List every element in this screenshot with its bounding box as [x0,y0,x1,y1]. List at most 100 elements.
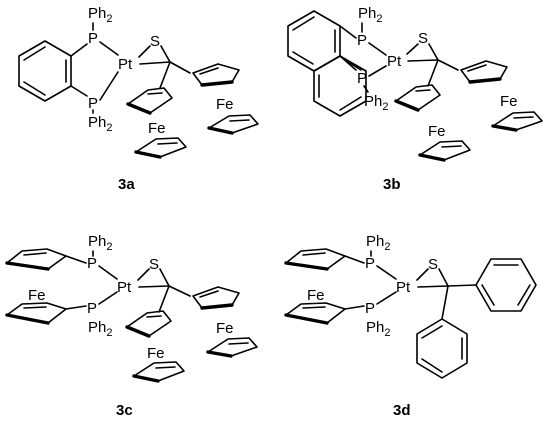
cp-ring [127,87,173,114]
bond-c-cp-right [169,61,191,74]
ph2-top: Ph2 [358,5,382,25]
cp-double-bond [23,306,47,309]
ph-text: Ph [358,5,376,22]
cp-double-bond [513,116,534,119]
cp-ring-front-edge [394,99,420,112]
ph2-bottom: Ph2 [364,93,388,113]
ph-subscript: 2 [382,101,388,113]
ph-subscript: 2 [384,241,390,253]
atom-fe: Fe [148,120,166,137]
cp-ring-front-edge [418,153,446,162]
bond-cp-p-bottom [344,305,365,310]
cp-ring-front-edge [468,77,502,84]
cp-double-bond [302,252,326,256]
bond-cp-p-top [344,255,365,264]
ph-subscript: 2 [106,241,112,253]
benzene-ring [18,40,72,102]
cp-double-bond [229,119,250,122]
bond-p-ph-bottom [363,85,369,93]
cp-ring-front-edge [126,102,152,115]
atom-p-bottom: P [87,300,97,317]
cp-double-bond [146,315,162,318]
atom-p-bottom: P [88,95,98,112]
bond-s-c [428,43,439,61]
bond-pt-s [138,45,151,58]
cp-ring-front-edge [132,374,160,383]
bond-pt-s [137,268,150,281]
cp-ring [192,286,240,309]
bond-p-pt-bottom [98,291,118,305]
cp-double-bond [228,342,249,345]
cp-double-bond [467,64,487,72]
phenyl-ring [416,318,468,379]
cp-ring-front-edge [207,126,234,135]
bond-p-pt-bottom [376,291,397,305]
cp-ring-front-edge [200,80,234,87]
ph2-bottom: Ph2 [366,319,390,339]
bond-c-cp-left [427,59,439,87]
atom-pt: Pt [118,56,133,73]
bond-c-phenyl-right [447,284,477,287]
cp-ring-front-edge [284,261,329,271]
ph-subscript: 2 [106,327,112,339]
compound-3a: P P Ph2 . Ph2 Pt S Fe Fe [18,5,259,193]
atom-s: S [418,30,428,47]
cp-double-bond [147,92,163,95]
compound-label: 3a [118,176,135,193]
cp-double-bond [157,142,178,145]
atom-p-top: P [87,255,97,272]
benzene-double-bond [23,81,46,96]
atom-pt: Pt [117,279,132,296]
ph-text: Ph [88,319,106,336]
atom-fe: Fe [216,96,234,113]
compound-3b: P P Ph2 Ph2 Pt S Fe Fe 3b [287,5,543,193]
atom-fe: Fe [307,287,325,304]
bond-pt-s [416,268,429,281]
ph2-bottom-label: Ph2 [88,114,112,134]
bond-p-pt-bottom [368,65,387,77]
ph-subscript: 2 [106,122,112,134]
atom-fe: Fe [28,287,46,304]
bond-pt-c [139,61,171,65]
cp-ring-front-edge [5,313,50,325]
cp-ring-front-edge [5,261,50,271]
bond-pt-c [417,285,449,288]
ph-subscript: 2 [384,327,390,339]
cp-double-bond [199,290,219,298]
cp-ring [395,84,441,111]
compound-label: 3d [393,402,411,419]
cp-ring [460,60,508,83]
bond-p-pt-top [368,42,387,56]
ph2-top: Ph2 [366,233,390,253]
cp-ring-front-edge [491,124,518,132]
compound-label: 3c [116,402,133,419]
bond-s-c [159,268,170,287]
cp-ring-front-edge [125,325,151,338]
atom-p-top: P [357,32,367,49]
bond-p-pt-bottom [99,71,119,101]
cp-ring [192,63,240,86]
bond-ring-p-bottom [339,55,357,71]
atom-s: S [150,33,160,50]
ph-subscript: 2 [106,13,112,25]
bond-c-cp-right [168,285,191,297]
bond-c-cp-left [158,285,170,313]
ph-text: Ph [88,5,106,22]
ph-text: Ph [88,114,106,131]
cp-ring-front-edge [284,313,329,325]
atom-p-bottom: P [365,300,375,317]
atom-fe: Fe [500,93,518,110]
atom-fe: Fe [428,123,446,140]
aromatic-double-bond [517,284,531,306]
aromatic-double-bond [339,96,362,111]
cp-double-bond [441,145,462,148]
ph-text: Ph [364,93,382,110]
aromatic-double-bond [421,358,443,373]
aromatic-double-bond [292,16,315,31]
ph2-bottom: Ph2 [88,319,112,339]
cp-double-bond [199,67,219,75]
atom-fe: Fe [147,345,165,362]
bond-ring-p-bottom [70,85,88,97]
compound-label: 3b [383,176,401,193]
